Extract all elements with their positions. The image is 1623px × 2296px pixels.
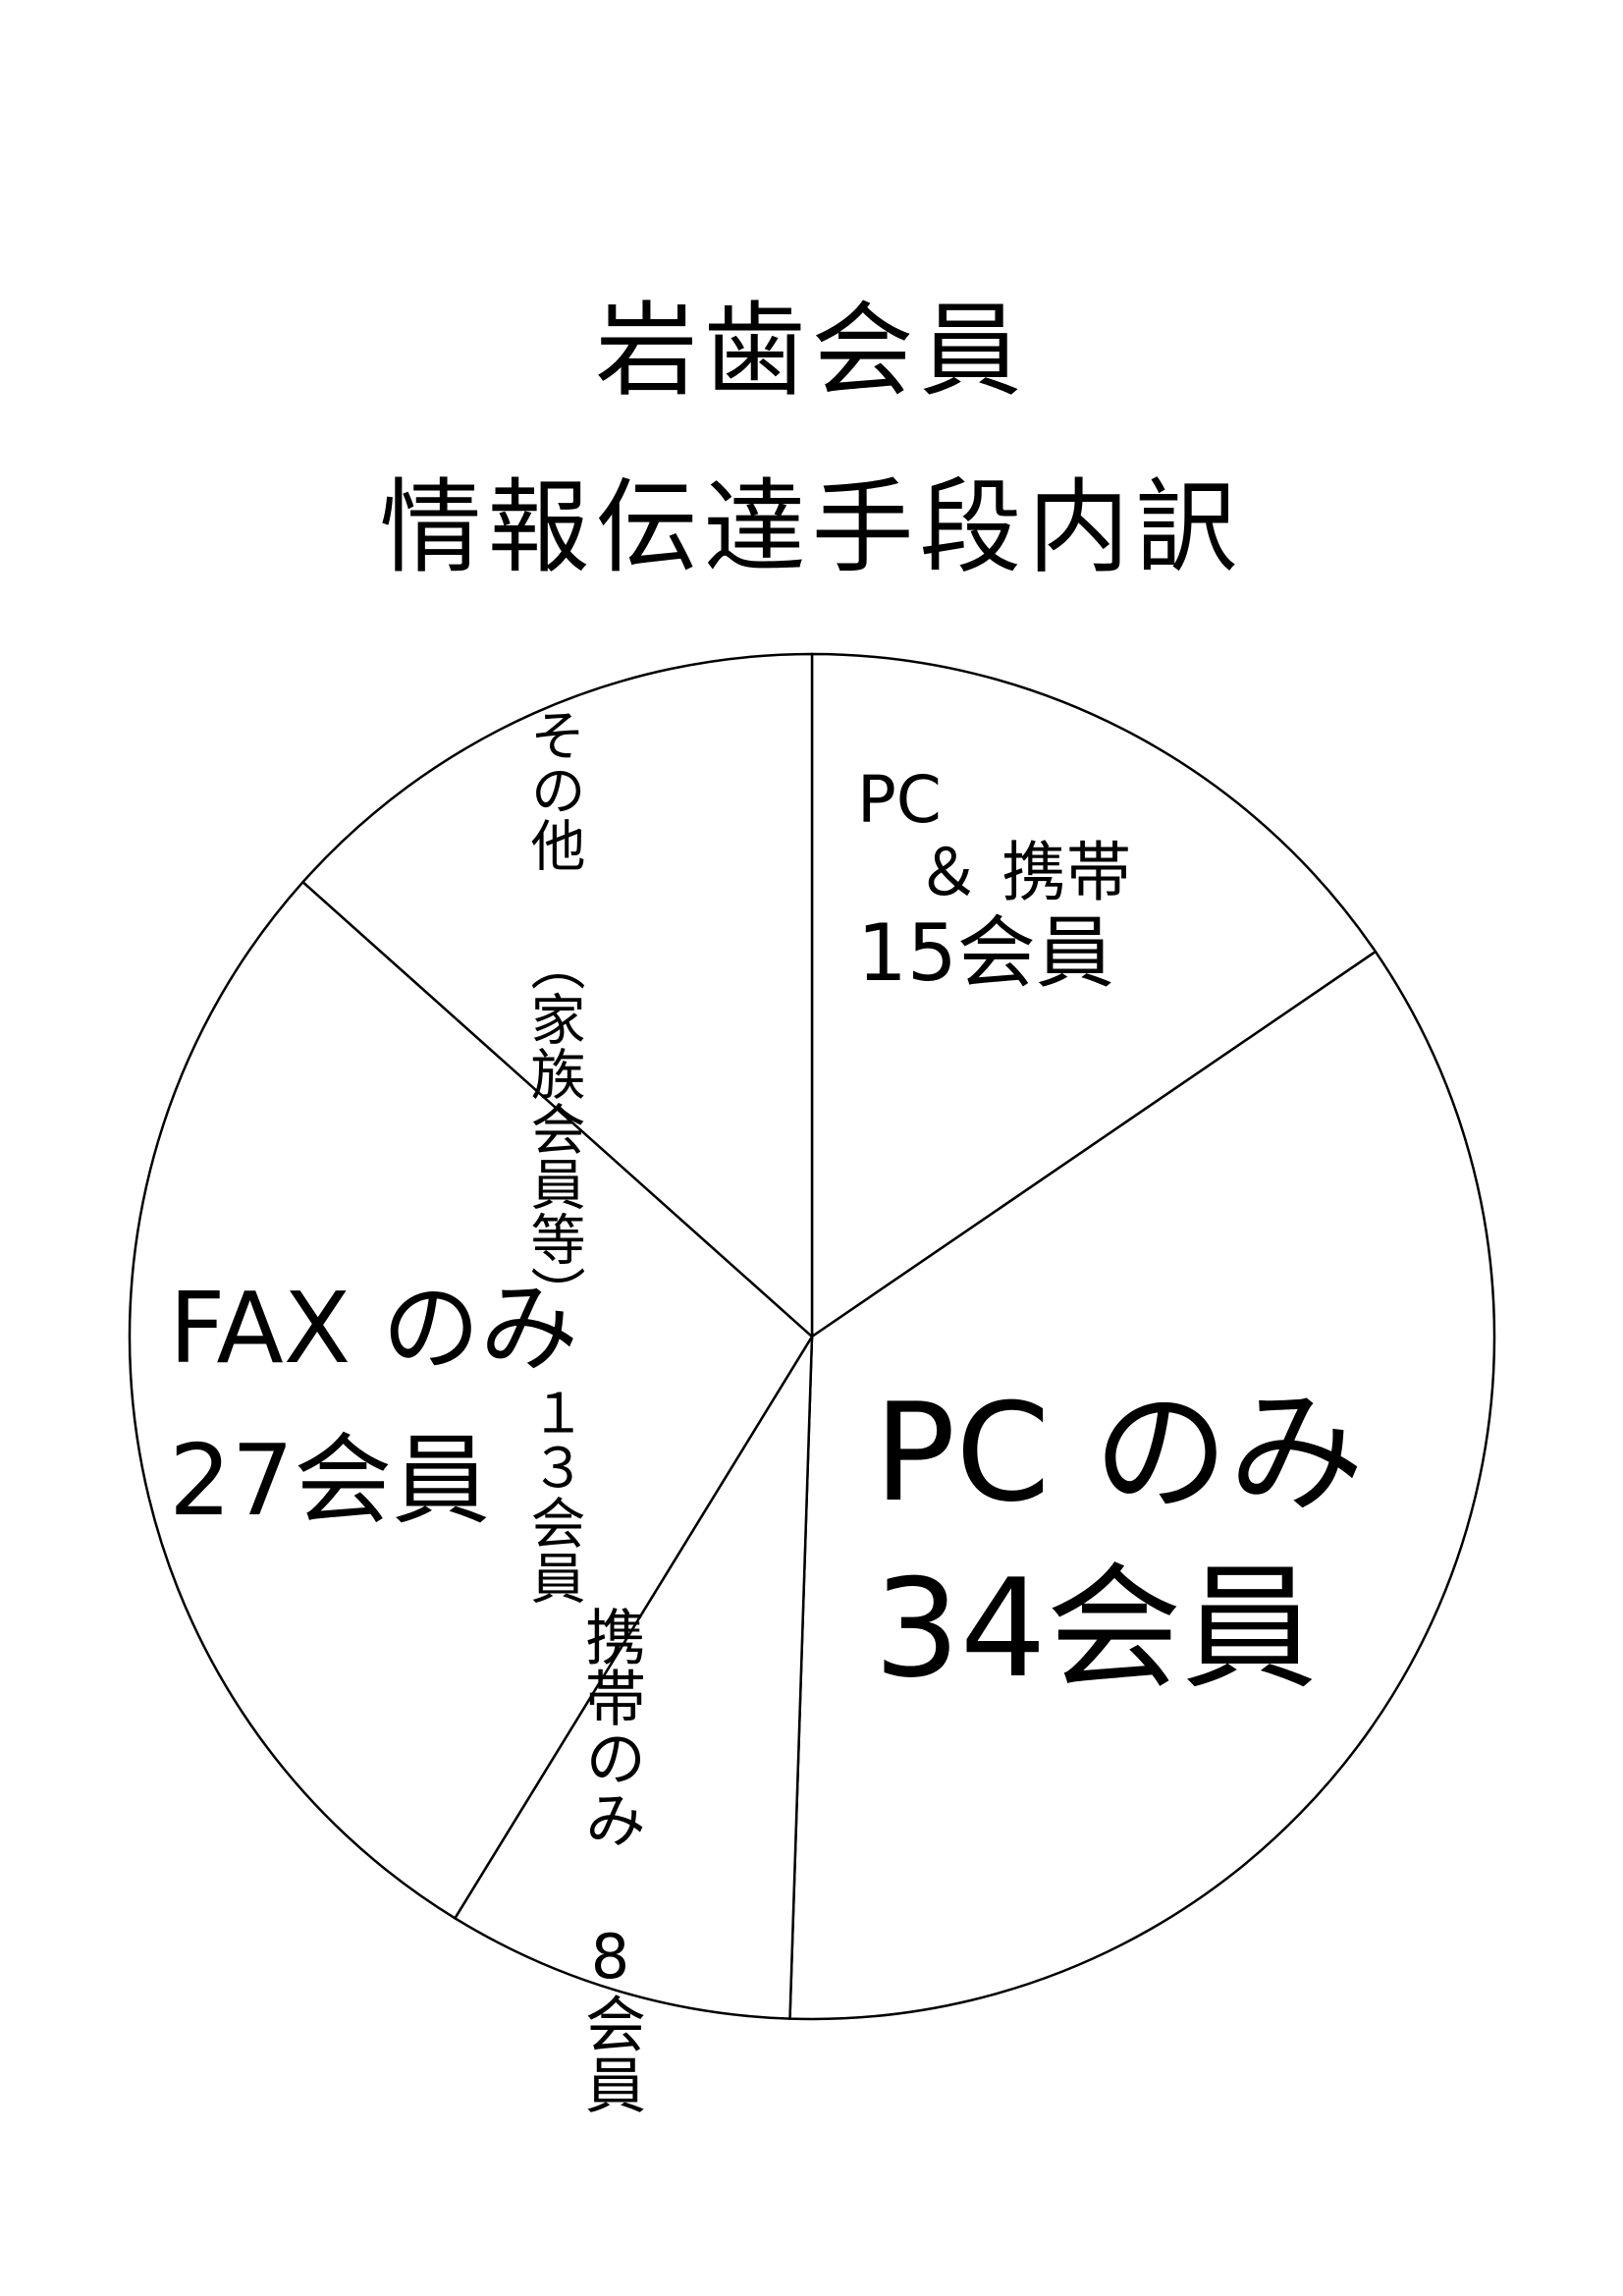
slice-label-pc-only-line-1: PC のみ <box>874 1374 1365 1532</box>
slice-label-mobile-only-line-1: 携帯のみ <box>574 1606 646 1849</box>
slice-label-pc-and-mobile-line-2: ＆ 携帯 <box>916 834 1131 910</box>
slice-label-pc-only: PC のみ 34会員 <box>874 1365 1364 1718</box>
slice-label-mobile-only: 携帯のみ 8会員 <box>574 1606 646 2114</box>
slice-label-fax-only-line-1: FAX のみ <box>169 1271 579 1386</box>
chart-title-line-1: 岩歯会員 <box>595 291 1028 410</box>
chart-title-line-2: 情報伝達手段内訳 <box>379 467 1244 587</box>
slice-label-pc-only-line-2: 34会員 <box>874 1550 1318 1709</box>
slice-label-other-line-2: （家族会員等） <box>521 936 585 1321</box>
slice-label-pc-and-mobile: PC ＆ 携帯 15会員 <box>857 764 1131 997</box>
slice-label-other-line-1: その他 <box>521 707 585 872</box>
pie-slice-0 <box>810 652 1378 1339</box>
pie-slice-4 <box>300 652 814 1339</box>
slice-label-other-line-3: １３会員 <box>521 1385 585 1605</box>
slice-label-fax-only: FAX のみ 27会員 <box>169 1252 578 1557</box>
slice-label-other: その他 （家族会員等） １３会員 <box>521 707 585 1605</box>
pie-slice-1 <box>788 950 1496 2021</box>
pie-slice-3 <box>128 880 814 1921</box>
slice-label-fax-only-line-2: 27会員 <box>169 1423 491 1538</box>
slice-label-pc-and-mobile-line-1: PC <box>857 762 942 838</box>
pie-slice-2 <box>453 1332 814 2020</box>
slice-label-pc-and-mobile-line-3: 15会員 <box>857 906 1114 999</box>
slice-label-mobile-only-line-2: 8会員 <box>574 1921 646 2114</box>
